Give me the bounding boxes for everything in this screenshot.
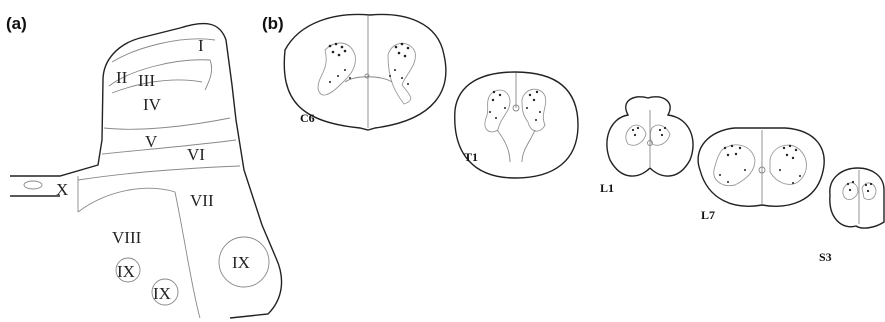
segment-label-s3: S3 — [819, 250, 832, 264]
central-canal — [23, 180, 43, 190]
lamina-label-II: II — [116, 68, 128, 87]
spinal-cord-hemisection — [10, 22, 283, 319]
segment-label-c6: C6 — [300, 111, 315, 125]
t1-neuron-dots — [489, 90, 541, 121]
lamina-label-III: III — [138, 71, 155, 90]
boundary-II — [108, 59, 213, 91]
hemisection-outline — [10, 22, 283, 319]
lamina-label-I: I — [198, 36, 204, 55]
segment-label-l7: L7 — [701, 208, 715, 222]
section-c6 — [283, 13, 447, 131]
lamina-label-VIII: VIII — [112, 228, 142, 247]
lamina-label-IX-large: IX — [232, 253, 250, 272]
boundary-I — [111, 38, 216, 63]
nucleus-IX-medial — [115, 257, 141, 283]
nucleus-IX-large — [218, 236, 270, 288]
panel-b-label: (b) — [262, 14, 284, 33]
l7-neuron-dots — [719, 144, 801, 184]
l1-neuron-dots — [631, 126, 667, 137]
section-l1 — [606, 96, 694, 177]
boundary-VII — [77, 187, 201, 319]
lamina-label-IV: IV — [143, 95, 162, 114]
boundary-IV — [103, 117, 231, 130]
segment-label-t1: T1 — [464, 150, 478, 164]
c6-neuron-dots — [328, 42, 410, 85]
section-l7 — [697, 127, 825, 207]
boundary-V — [101, 139, 237, 155]
segment-label-l1: L1 — [600, 181, 614, 195]
boundary-VI — [77, 165, 241, 181]
lamina-label-V: V — [145, 132, 158, 151]
lamina-label-VII: VII — [190, 191, 214, 210]
section-t1 — [454, 71, 579, 179]
panel-a-label: (a) — [6, 14, 27, 33]
lamina-label-IX-medial: IX — [117, 262, 135, 281]
nucleus-IX-lower — [151, 278, 179, 306]
lamina-label-IX-lower: IX — [153, 284, 171, 303]
s3-neuron-dots — [846, 180, 873, 193]
boundary-III — [111, 79, 203, 94]
lamina-label-VI: VI — [187, 145, 205, 164]
section-s3 — [829, 167, 885, 229]
lamina-label-X: X — [56, 180, 68, 199]
